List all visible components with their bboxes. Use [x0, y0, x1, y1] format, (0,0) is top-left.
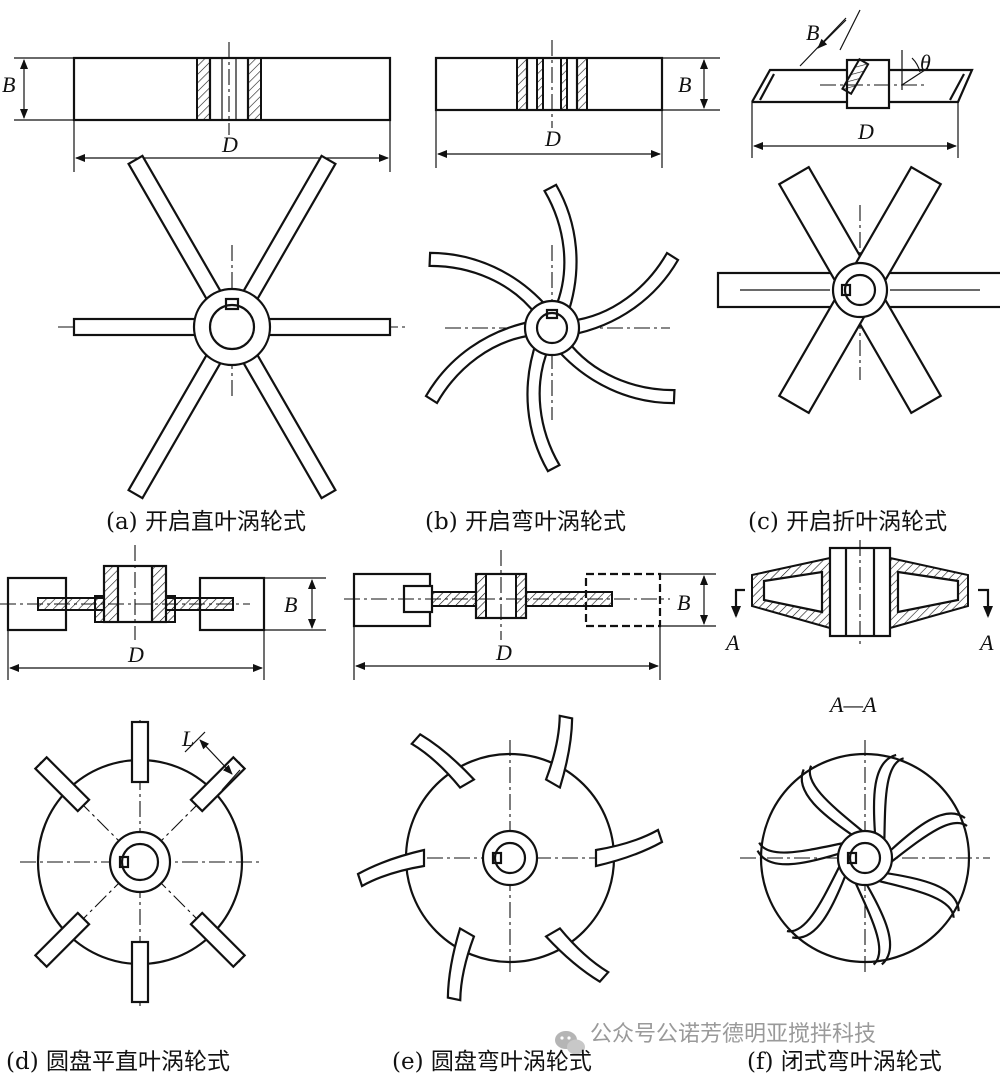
caption-f: (f) 闭式弯叶涡轮式 — [747, 1049, 942, 1075]
panel-d-top-view: L — [20, 720, 262, 1010]
panel-d-dim-l: L — [181, 726, 194, 751]
panel-c-blades — [716, 165, 1000, 415]
panel-c-side-view: θ B D — [751, 9, 974, 158]
panel-d-hub — [108, 830, 172, 894]
panel-f-section-label: A—A — [828, 692, 877, 717]
panel-b-dim-d: D — [544, 126, 561, 151]
panel-a-top-view — [58, 154, 405, 500]
caption-c: (c) 开启折叶涡轮式 — [748, 509, 948, 535]
panel-e-disc-curved-blade-turbine: B D — [344, 550, 716, 1002]
panel-c-hub — [831, 261, 889, 319]
panel-c-dim-d: D — [857, 119, 874, 144]
panel-b-open-curved-blade-turbine: B D — [424, 40, 720, 473]
panel-e-hub — [481, 829, 539, 887]
panel-d-disc-flat-blade-turbine: B D L — [0, 545, 326, 1010]
panel-c-dim-b: B — [806, 20, 819, 45]
panel-c-open-pitched-blade-turbine: θ B D — [716, 9, 1000, 415]
panel-b-hub — [523, 299, 581, 357]
caption-b: (b) 开启弯叶涡轮式 — [425, 509, 626, 535]
panel-d-dim-b: B — [284, 592, 297, 617]
panel-e-top-view — [356, 714, 664, 1002]
panel-e-dim-d: D — [495, 640, 512, 665]
caption-e: (e) 圆盘弯叶涡轮式 — [392, 1049, 592, 1075]
panel-b-curved-blades — [424, 183, 680, 473]
panel-f-closed-curved-blade-turbine: A A A—A — [724, 540, 994, 975]
panel-a-side-view: B D — [2, 42, 392, 172]
caption-a: (a) 开启直叶涡轮式 — [106, 509, 306, 535]
panel-f-side-view: A A — [724, 540, 994, 655]
panel-b-side-view: B D — [434, 40, 720, 168]
panel-f-hub — [836, 829, 894, 887]
panel-f-curved-vanes — [756, 753, 968, 966]
panel-e-curved-blades — [356, 714, 664, 1002]
panel-b-top-view — [424, 183, 680, 473]
panel-c-dim-theta: θ — [920, 50, 931, 75]
panel-e-side-view: B D — [344, 550, 716, 680]
watermark-text: 公众号公诺芳德明亚搅拌科技 — [590, 1022, 877, 1047]
panel-b-dim-b: B — [678, 72, 691, 97]
panel-a-dim-d: D — [221, 132, 238, 157]
panel-a-dim-b: B — [2, 72, 15, 97]
panel-f-section-mark-right: A — [978, 630, 994, 655]
panel-f-section-mark-left: A — [724, 630, 740, 655]
panel-c-top-view — [716, 165, 1000, 415]
panel-a-open-straight-blade-turbine: B D — [2, 42, 405, 500]
wechat-icon — [555, 1031, 585, 1055]
panel-e-dim-b: B — [677, 590, 690, 615]
caption-d: (d) 圆盘平直叶涡轮式 — [6, 1049, 230, 1075]
panel-a-hub — [192, 287, 272, 367]
panel-d-side-view: B D — [0, 545, 326, 680]
panel-d-dim-d: D — [127, 642, 144, 667]
panel-f-section-view — [740, 740, 990, 975]
panel-a-blades — [72, 154, 392, 500]
